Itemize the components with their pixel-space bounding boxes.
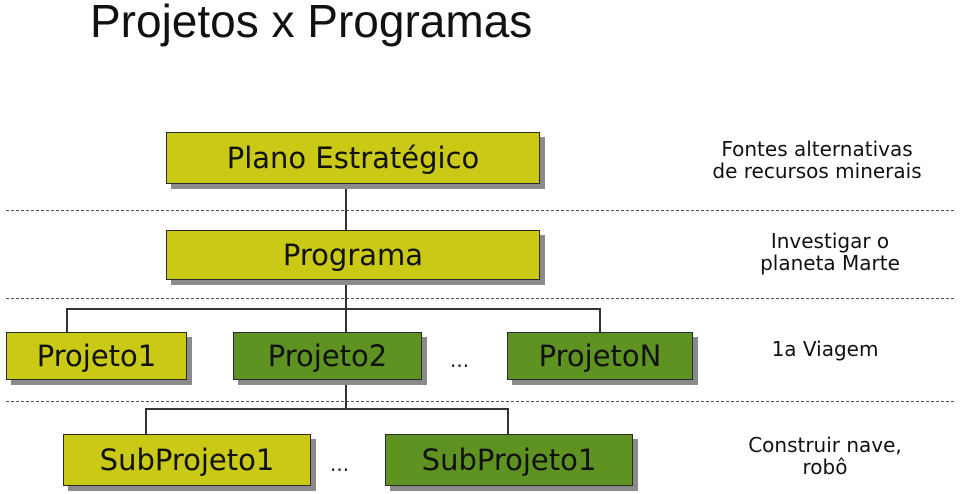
projetoN-box: ProjetoN bbox=[507, 332, 693, 380]
note-line: 1a Viagem bbox=[771, 337, 879, 361]
subprojeto1-box: SubProjeto1 bbox=[63, 434, 311, 486]
connector-line bbox=[66, 308, 601, 310]
ellipsis: ... bbox=[450, 348, 470, 372]
box-label: SubProjeto1 bbox=[99, 443, 275, 477]
connector-line bbox=[345, 281, 347, 309]
box-label: Plano Estratégico bbox=[226, 141, 480, 175]
note-programa: Investigar o planeta Marte bbox=[720, 230, 940, 274]
note-line: Fontes alternativas bbox=[721, 137, 913, 161]
connector-line bbox=[66, 308, 68, 332]
ellipsis: ... bbox=[330, 452, 350, 476]
note-sub: Construir nave, robô bbox=[700, 434, 950, 478]
projeto2-box: Projeto2 bbox=[233, 332, 422, 380]
note-line: robô bbox=[802, 455, 848, 479]
connector-line bbox=[507, 408, 509, 434]
note-line: de recursos minerais bbox=[712, 159, 922, 183]
note-line: planeta Marte bbox=[760, 251, 900, 275]
connector-line bbox=[345, 380, 347, 409]
projeto1-box: Projeto1 bbox=[6, 332, 187, 380]
note-line: Investigar o bbox=[770, 229, 890, 253]
note-projeto: 1a Viagem bbox=[730, 338, 920, 360]
level-separator bbox=[6, 210, 954, 211]
connector-line bbox=[345, 186, 347, 230]
slide-title: Projetos x Programas bbox=[90, 0, 533, 47]
level-separator bbox=[6, 298, 954, 299]
note-line: Construir nave, bbox=[748, 433, 902, 457]
plano-estrategico-box: Plano Estratégico bbox=[166, 132, 540, 184]
subprojeto1-box-2: SubProjeto1 bbox=[385, 434, 633, 486]
connector-line bbox=[345, 308, 347, 332]
box-label: SubProjeto1 bbox=[421, 443, 597, 477]
box-label: ProjetoN bbox=[538, 339, 662, 373]
box-label: Programa bbox=[282, 238, 424, 272]
connector-line bbox=[599, 308, 601, 332]
note-plano: Fontes alternativas de recursos minerais bbox=[672, 138, 960, 182]
programa-box: Programa bbox=[166, 230, 540, 280]
connector-line bbox=[145, 408, 147, 434]
box-label: Projeto1 bbox=[36, 339, 157, 373]
box-label: Projeto2 bbox=[267, 339, 388, 373]
connector-line bbox=[145, 408, 509, 410]
level-separator bbox=[6, 401, 954, 402]
